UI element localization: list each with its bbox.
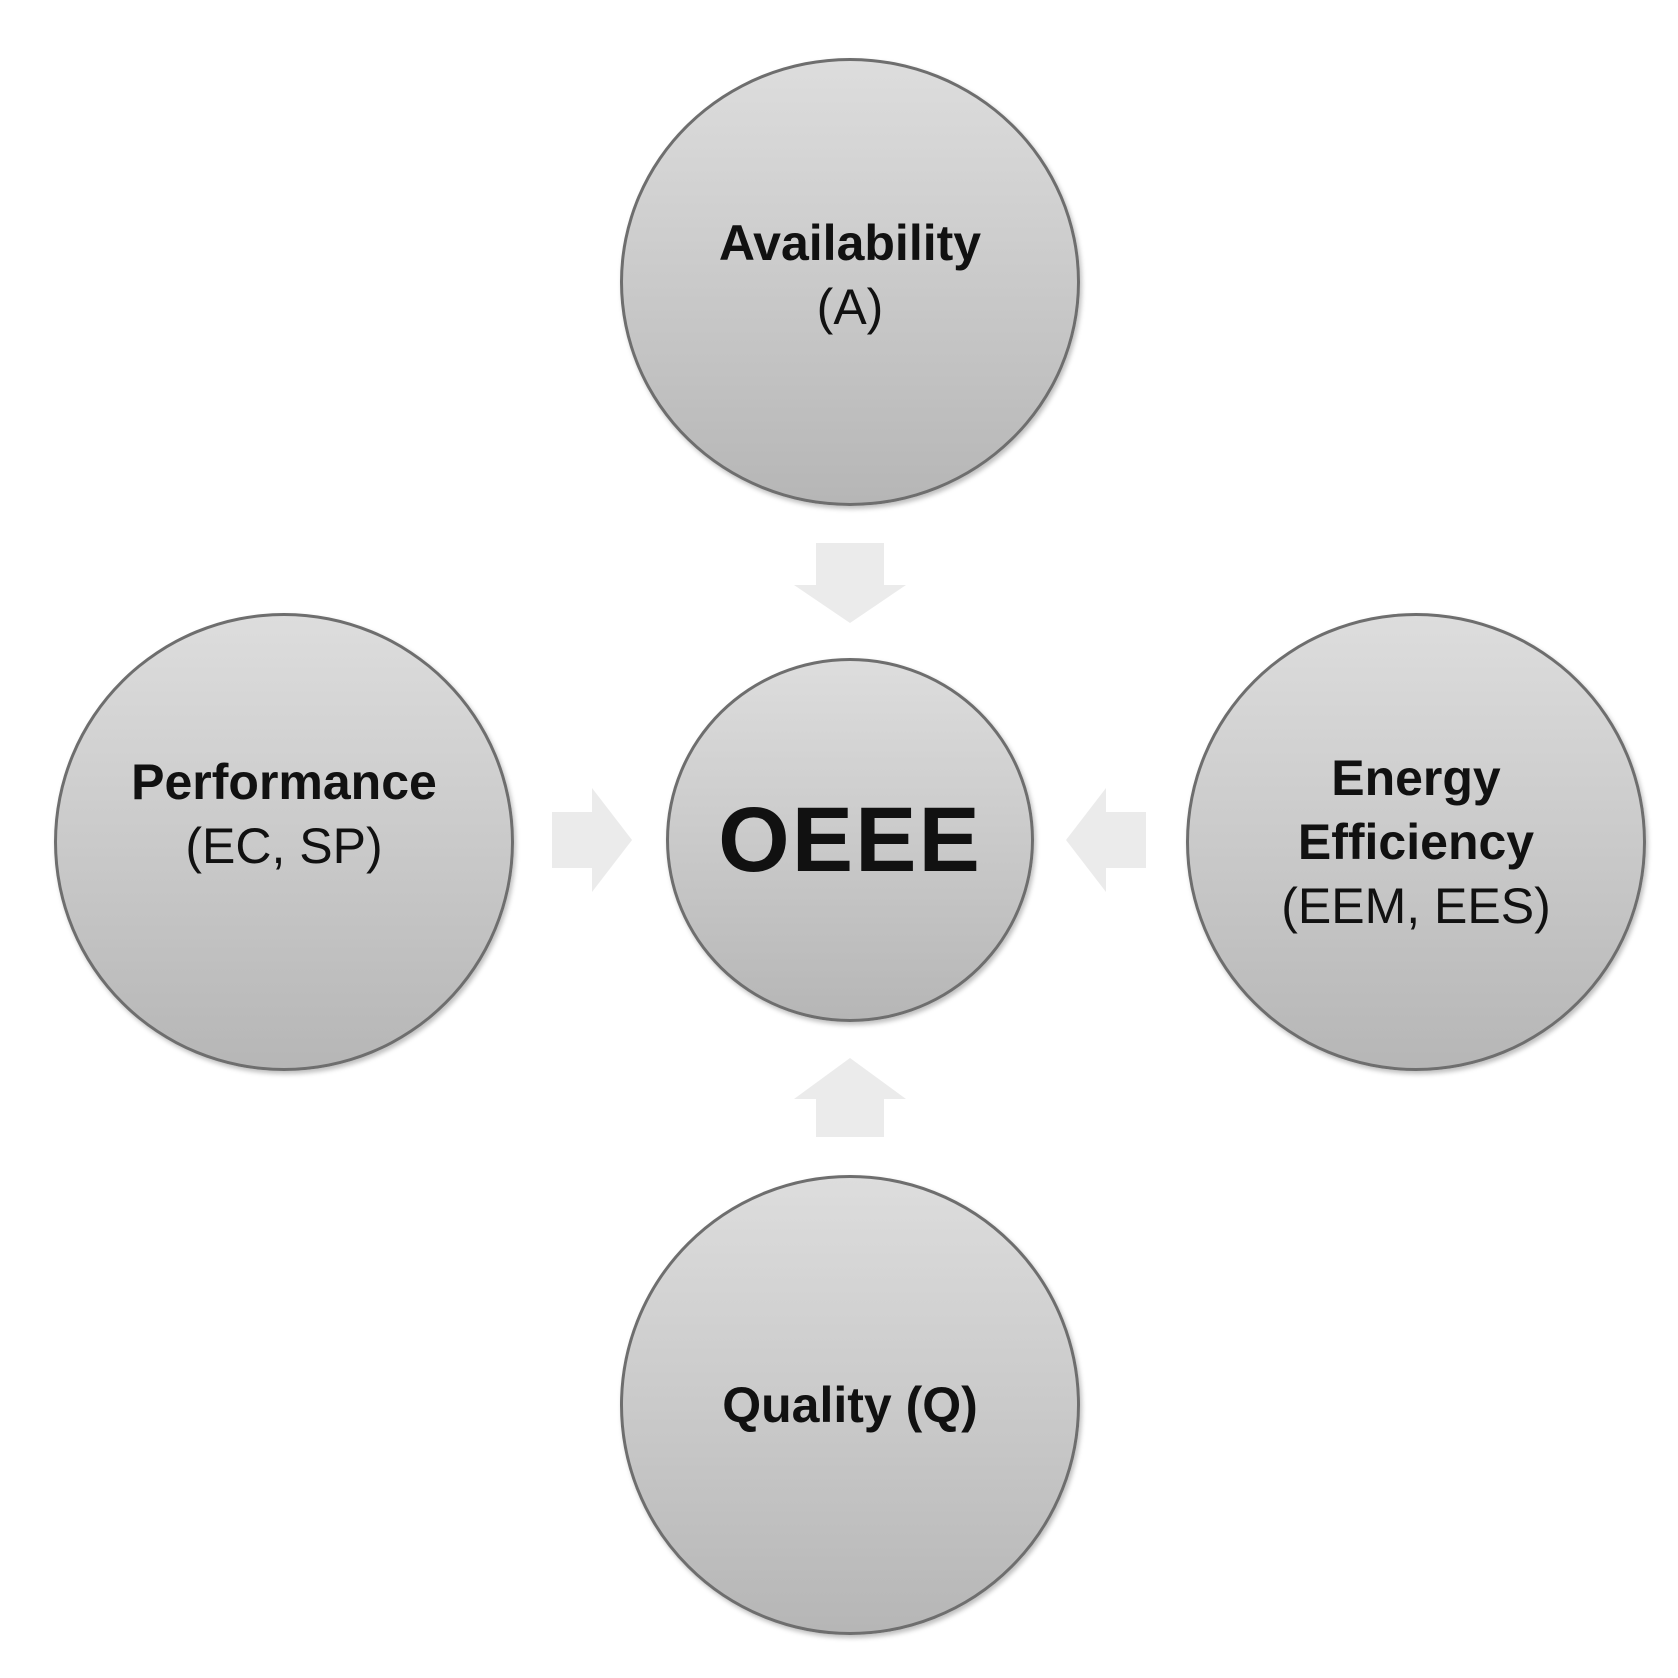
arrow-up <box>794 1058 906 1137</box>
quality-title: Quality (Q) <box>722 1377 978 1433</box>
energy-title-line2: Efficiency <box>1297 814 1535 870</box>
oeee-title: OEEE <box>718 789 982 891</box>
node-availability: Availability (A) <box>620 58 1080 506</box>
node-energy-efficiency: Energy Efficiency (EEM, EES) <box>1186 613 1646 1071</box>
arrow-left <box>1066 788 1146 892</box>
availability-subtitle: (A) <box>816 279 884 335</box>
arrow-down <box>794 543 906 623</box>
performance-title: Performance <box>131 754 437 810</box>
energy-title-line1: Energy <box>1331 750 1501 806</box>
performance-subtitle: (EC, SP) <box>185 818 383 874</box>
node-quality: Quality (Q) <box>620 1175 1080 1635</box>
node-performance: Performance (EC, SP) <box>54 613 514 1071</box>
energy-subtitle: (EEM, EES) <box>1281 878 1551 934</box>
node-oeee: OEEE <box>666 658 1034 1022</box>
arrow-right <box>552 788 632 892</box>
availability-title: Availability <box>718 215 982 271</box>
